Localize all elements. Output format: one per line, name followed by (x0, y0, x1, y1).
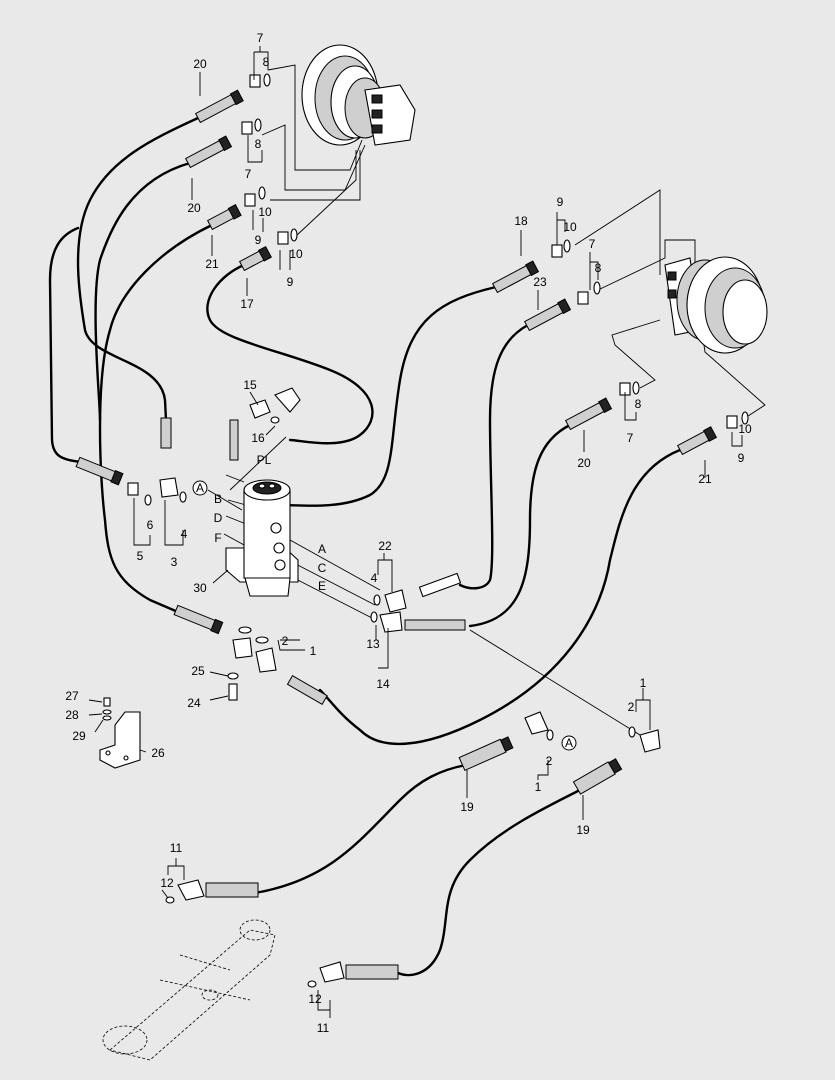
callout-24: 24 (187, 696, 201, 710)
callout-11: 11 (170, 841, 183, 855)
hose-19a-run (253, 763, 468, 895)
callout-13: 13 (366, 637, 380, 651)
callout-28: 28 (65, 708, 79, 722)
bracket-26 (99, 697, 141, 769)
callout-21: 21 (205, 257, 219, 271)
hose-vertical-end (160, 417, 172, 449)
callout-7: 7 (589, 237, 596, 251)
adapters-and-orings (127, 73, 749, 988)
hose-20b-run (94, 161, 192, 422)
callout-10: 10 (738, 422, 752, 436)
callout-12: 12 (160, 876, 174, 890)
callout-22: 22 (378, 539, 392, 553)
callout-21: 21 (698, 472, 712, 486)
callout-e: E (318, 579, 326, 593)
hose-left-loop (48, 226, 84, 464)
hose-19b-run (396, 788, 582, 977)
callout-1: 1 (640, 676, 647, 690)
ref-circle-a-2: A (561, 735, 577, 751)
callout-1: 1 (310, 644, 317, 658)
callout-15: 15 (243, 378, 257, 392)
callout-23: 23 (533, 275, 547, 289)
callout-17: 17 (240, 297, 254, 311)
callout-9: 9 (738, 451, 745, 465)
callout-29: 29 (72, 729, 86, 743)
callout-20: 20 (187, 201, 201, 215)
callout-18: 18 (514, 214, 528, 228)
cylinder-outline (102, 919, 276, 1061)
travel-motor-right (664, 256, 768, 354)
callout-14: 14 (376, 677, 390, 691)
callout-9: 9 (255, 233, 262, 247)
callout-16: 16 (251, 431, 265, 445)
callout-8: 8 (263, 55, 270, 69)
leader-lines (88, 46, 743, 1018)
callout-2: 2 (282, 634, 289, 648)
callout-3: 3 (171, 555, 178, 569)
callout-6: 6 (147, 518, 154, 532)
callout-9: 9 (287, 275, 294, 289)
hose-21b-run (318, 448, 682, 746)
callout-c: C (318, 561, 327, 575)
hose-18-run (280, 285, 498, 507)
ref-circle-a-1-label: A (196, 481, 204, 495)
hose-20c-run (468, 423, 572, 628)
hose-17-run (206, 263, 374, 445)
ref-circle-a-1: A (192, 480, 208, 496)
thin-pipe-lines (223, 64, 766, 736)
callout-8: 8 (635, 397, 642, 411)
hose-23-run (458, 323, 530, 590)
callout-2: 2 (546, 754, 553, 768)
hose-17-pl-end (229, 419, 239, 461)
callout-a: A (318, 542, 326, 556)
callout-20: 20 (577, 456, 591, 470)
callout-10: 10 (563, 220, 577, 234)
elbow-22-end (418, 572, 462, 598)
callout-5: 5 (137, 549, 144, 563)
callout-10: 10 (289, 247, 303, 261)
hose-19a-crimp (205, 882, 259, 898)
callout-19: 19 (576, 823, 590, 837)
callout-10: 10 (258, 205, 272, 219)
callout-7: 7 (245, 167, 252, 181)
callout-20: 20 (193, 57, 207, 71)
hose-21a-run (98, 223, 214, 614)
callout-d: D (214, 511, 223, 525)
callout-f: F (214, 531, 221, 545)
travel-motor-left (301, 44, 416, 146)
swivel-joint (225, 479, 299, 597)
callout-8: 8 (255, 137, 262, 151)
callout-2: 2 (628, 700, 635, 714)
callout-9: 9 (557, 195, 564, 209)
callout-27: 27 (65, 689, 79, 703)
callout-7: 7 (627, 431, 634, 445)
callout-19: 19 (460, 800, 474, 814)
callout-30: 30 (193, 581, 207, 595)
callout-labels: 7 8 20 8 7 20 10 9 21 10 9 17 9 10 18 7 … (65, 31, 752, 1035)
callout-4: 4 (181, 527, 188, 541)
hose-end-fittings (75, 89, 718, 980)
callout-8: 8 (595, 261, 602, 275)
callout-25: 25 (191, 664, 205, 678)
hose-lines (48, 116, 682, 977)
callout-pl: PL (257, 453, 272, 467)
callout-7: 7 (257, 31, 264, 45)
hose-swivel-e-end (404, 619, 466, 631)
hose-20a-run (76, 116, 200, 422)
callout-12: 12 (308, 992, 322, 1006)
callout-1: 1 (535, 780, 542, 794)
callout-4: 4 (371, 571, 378, 585)
callout-11: 11 (317, 1021, 330, 1035)
callout-b: B (214, 492, 222, 506)
ref-circle-a-2-label: A (565, 736, 573, 750)
callout-26: 26 (151, 746, 165, 760)
hose-19b-crimp (345, 964, 399, 980)
